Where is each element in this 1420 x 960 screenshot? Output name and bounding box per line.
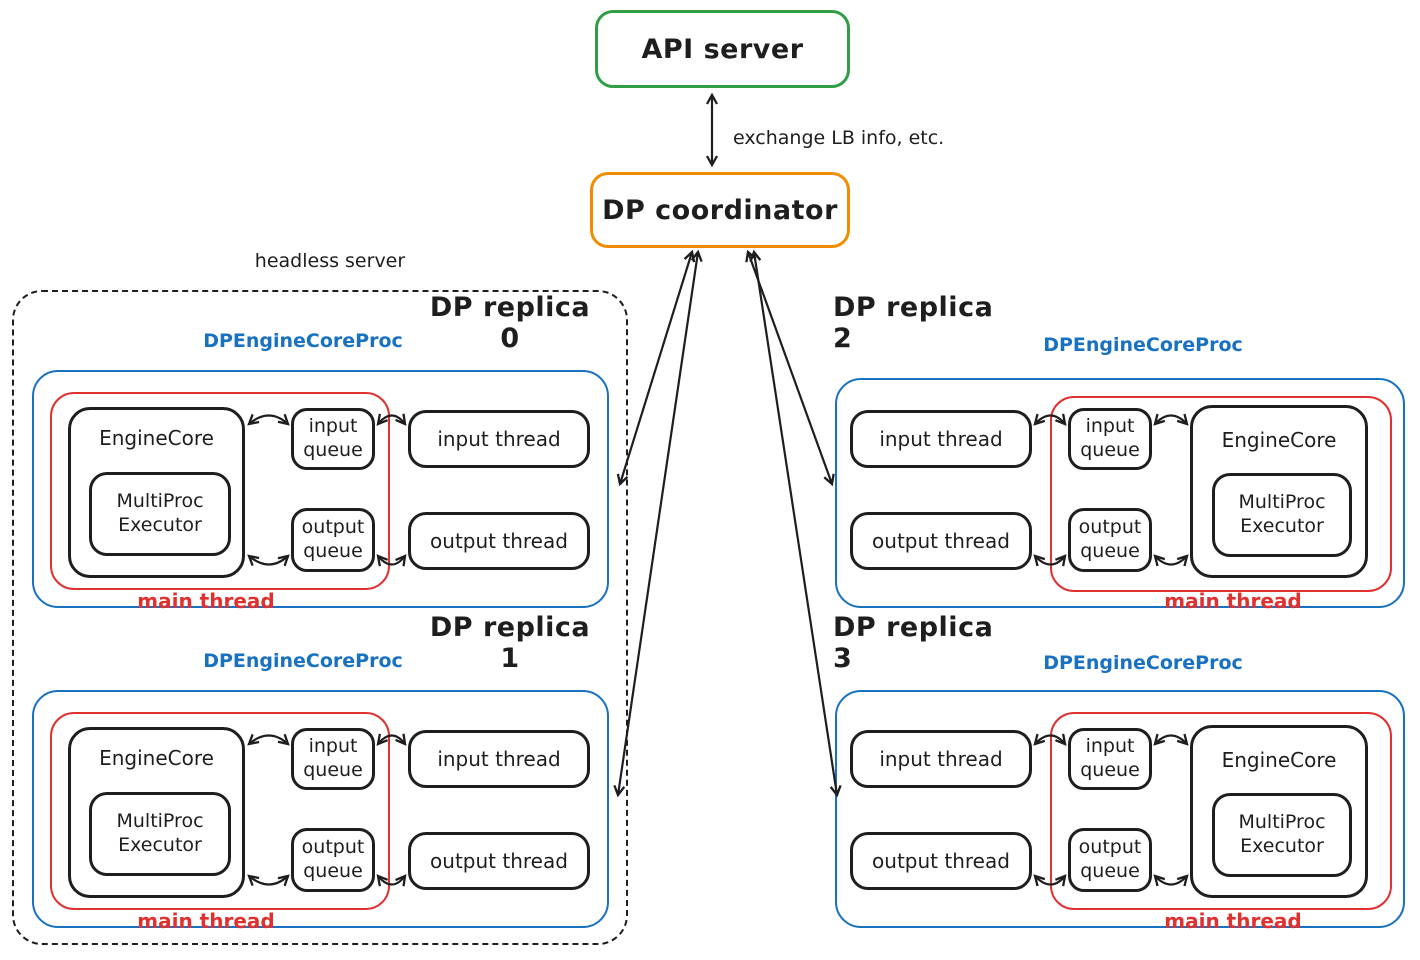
replica-0-title: DP replica 0 <box>429 292 591 354</box>
replica-3-multiproc-executor-label: MultiProc Executor <box>1238 811 1326 857</box>
replica-1-output-thread-box: output thread <box>408 832 590 890</box>
arrow-coordinator-replica3 <box>749 249 842 798</box>
replica-0-input-thread-box: input thread <box>408 410 590 468</box>
replica-3-input-queue-box: input queue <box>1068 728 1152 790</box>
replica-0-multiproc-executor-box: MultiProc Executor <box>89 472 231 556</box>
api-server-box: API server <box>595 10 850 88</box>
replica-1-main-thread-box <box>50 712 390 910</box>
api-server-label: API server <box>641 33 804 65</box>
replica-0-output-queue-label: output queue <box>301 516 365 562</box>
dp-coordinator-box: DP coordinator <box>590 172 850 248</box>
replica-3-output-queue-box: output queue <box>1068 828 1152 892</box>
replica-3-input-queue-label: input queue <box>1080 735 1140 781</box>
replica-0-output-thread-box: output thread <box>408 512 590 570</box>
replica-1-multiproc-executor-box: MultiProc Executor <box>89 792 231 876</box>
headless-server-label: headless server <box>254 250 406 272</box>
replica-2-output-thread-box: output thread <box>850 512 1032 570</box>
replica-0-input-queue-box: input queue <box>291 408 375 470</box>
replica-3-engine-core-box: EngineCore MultiProc Executor <box>1190 725 1368 898</box>
replica-1-input-queue-label: input queue <box>303 735 363 781</box>
replica-3-multiproc-executor-box: MultiProc Executor <box>1212 793 1352 877</box>
replica-3-main-thread-label: main thread <box>1164 909 1302 933</box>
replica-0-engine-core-label: EngineCore <box>99 426 214 450</box>
replica-2-input-thread-label: input thread <box>879 427 1003 451</box>
replica-2-output-thread-label: output thread <box>872 529 1010 553</box>
replica-1-output-thread-label: output thread <box>430 849 568 873</box>
replica-2-output-queue-label: output queue <box>1078 516 1142 562</box>
replica-2-main-thread-box <box>1050 396 1392 592</box>
replica-1-output-queue-label: output queue <box>301 836 365 882</box>
replica-2-input-queue-label: input queue <box>1080 415 1140 461</box>
replica-0-output-thread-label: output thread <box>430 529 568 553</box>
replica-1-input-queue-box: input queue <box>291 728 375 790</box>
replica-2-proc-label: DPEngineCoreProc <box>1043 334 1243 356</box>
replica-1-engine-core-box: EngineCore MultiProc Executor <box>68 727 245 898</box>
replica-1-output-queue-box: output queue <box>291 828 375 892</box>
replica-1-multiproc-executor-label: MultiProc Executor <box>116 810 204 856</box>
replica-3-input-thread-label: input thread <box>879 747 1003 771</box>
link-label: exchange LB info, etc. <box>733 127 945 149</box>
replica-0-input-queue-label: input queue <box>303 415 363 461</box>
replica-1-input-thread-box: input thread <box>408 730 590 788</box>
replica-1-proc-label: DPEngineCoreProc <box>203 650 403 672</box>
replica-2-main-thread-label: main thread <box>1164 589 1302 613</box>
replica-0-output-queue-box: output queue <box>291 508 375 572</box>
replica-0-main-thread-box <box>50 392 390 590</box>
replica-3-output-queue-label: output queue <box>1078 836 1142 882</box>
replica-0-multiproc-executor-label: MultiProc Executor <box>116 490 204 536</box>
replica-2-engine-core-box: EngineCore MultiProc Executor <box>1190 405 1368 578</box>
replica-2-multiproc-executor-box: MultiProc Executor <box>1212 473 1352 557</box>
replica-0-proc-label: DPEngineCoreProc <box>203 330 403 352</box>
replica-0-engine-core-box: EngineCore MultiProc Executor <box>68 407 245 578</box>
replica-1-title: DP replica 1 <box>429 612 591 674</box>
arrow-coordinator-replica1 <box>613 249 703 798</box>
replica-2-title: DP replica 2 <box>833 292 994 354</box>
replica-0-input-thread-label: input thread <box>437 427 561 451</box>
replica-3-input-thread-box: input thread <box>850 730 1032 788</box>
replica-3-output-thread-box: output thread <box>850 832 1032 890</box>
replica-3-output-thread-label: output thread <box>872 849 1010 873</box>
replica-1-main-thread-label: main thread <box>137 909 275 933</box>
replica-1-input-thread-label: input thread <box>437 747 561 771</box>
replica-3-title: DP replica 3 <box>833 612 994 674</box>
replica-3-proc-label: DPEngineCoreProc <box>1043 652 1243 674</box>
arrow-coordinator-replica2 <box>745 249 835 487</box>
replica-2-input-thread-box: input thread <box>850 410 1032 468</box>
arrow-coordinator-replica0 <box>616 249 696 487</box>
replica-1-engine-core-label: EngineCore <box>99 746 214 770</box>
replica-0-main-thread-label: main thread <box>137 589 275 613</box>
replica-2-input-queue-box: input queue <box>1068 408 1152 470</box>
replica-2-multiproc-executor-label: MultiProc Executor <box>1238 491 1326 537</box>
replica-3-main-thread-box <box>1050 712 1392 910</box>
replica-2-output-queue-box: output queue <box>1068 508 1152 572</box>
replica-3-engine-core-label: EngineCore <box>1221 748 1337 772</box>
replica-2-engine-core-label: EngineCore <box>1221 428 1337 452</box>
dp-coordinator-label: DP coordinator <box>602 194 838 226</box>
